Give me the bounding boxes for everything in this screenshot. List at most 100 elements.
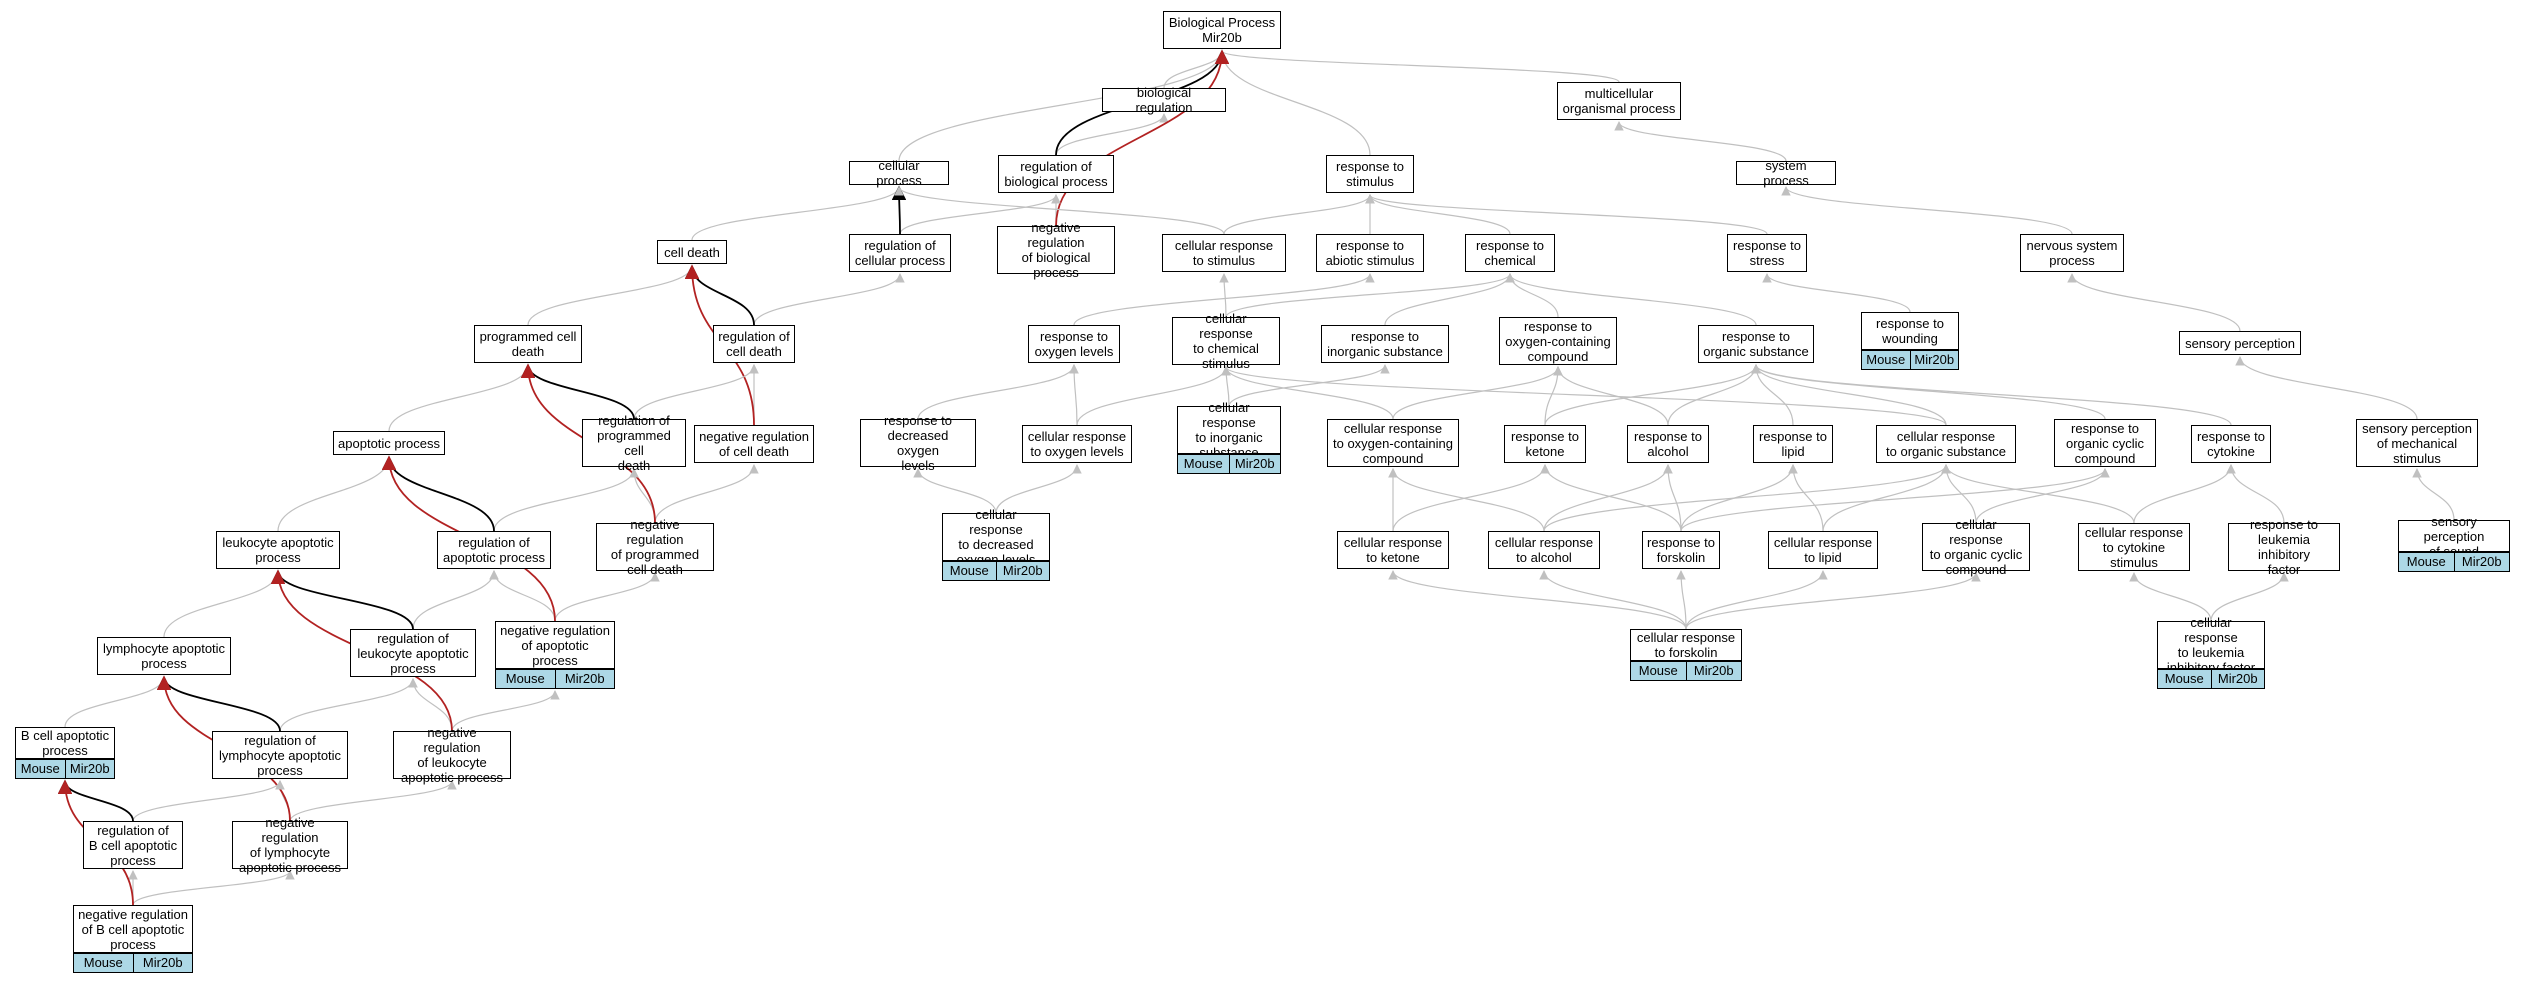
go-term-node[interactable]: response to forskolin xyxy=(1642,531,1720,569)
go-term-node[interactable]: regulation of apoptotic process xyxy=(437,531,551,569)
edge-is-a xyxy=(1069,364,1079,426)
go-term-node[interactable]: cellular response to organic cyclic comp… xyxy=(1922,517,2030,577)
go-term-node[interactable]: cellular response to stimulus xyxy=(1162,234,1286,272)
go-term-node[interactable]: negative regulation of cell death xyxy=(694,425,814,463)
edge-is-a xyxy=(1076,366,1231,426)
go-term-node[interactable]: apoptotic process xyxy=(333,431,445,455)
edge-is-a xyxy=(1539,570,1687,630)
edge-is-a xyxy=(1228,364,1390,407)
go-term-node[interactable]: negative regulation of leukocyte apoptot… xyxy=(393,725,511,785)
go-term-node[interactable]: cellular response to lipid xyxy=(1768,531,1878,569)
edge-is-a xyxy=(289,780,457,822)
edge-is-a xyxy=(1751,364,2232,426)
go-term-node[interactable]: cellular response to decreased oxygen le… xyxy=(942,507,1050,567)
edge-is-a xyxy=(2133,464,2236,524)
go-term-node[interactable]: regulation of programmed cell death xyxy=(582,413,686,473)
go-term-node[interactable]: cellular response to ketone xyxy=(1337,531,1449,569)
go-term-node[interactable]: response to wounding xyxy=(1861,312,1959,350)
go-term-node[interactable]: response to alcohol xyxy=(1627,425,1709,463)
edge-is-a xyxy=(2129,572,2212,622)
go-term-node[interactable]: response to decreased oxygen levels xyxy=(860,413,976,473)
go-term-node[interactable]: regulation of cell death xyxy=(713,325,795,363)
go-term-node[interactable]: response to leukemia inhibitory factor xyxy=(2228,517,2340,577)
go-term-node[interactable]: nervous system process xyxy=(2020,234,2124,272)
go-term-node[interactable]: response to lipid xyxy=(1753,425,1833,463)
edge-is-a xyxy=(451,690,560,732)
go-term-node[interactable]: response to ketone xyxy=(1504,425,1586,463)
go-term-node[interactable]: cellular response to oxygen-containing c… xyxy=(1327,419,1459,467)
edge-is-a xyxy=(1553,366,1669,426)
edge-regulates xyxy=(381,455,495,532)
go-term-node[interactable]: multicellular organismal process xyxy=(1557,82,1681,120)
edge-is-a xyxy=(1221,366,1947,426)
edge-is-a xyxy=(1941,464,1977,524)
edge-is-a xyxy=(995,464,1082,514)
go-term-node[interactable]: regulation of B cell apoptotic process xyxy=(83,821,183,869)
edge-is-a xyxy=(2067,273,2241,332)
go-term-node[interactable]: negative regulation of biological proces… xyxy=(997,220,1115,280)
go-term-node[interactable]: response to oxygen levels xyxy=(1028,325,1120,363)
go-term-node[interactable]: response to abiotic stimulus xyxy=(1316,234,1424,272)
go-term-node[interactable]: regulation of cellular process xyxy=(849,234,951,272)
edge-is-a xyxy=(1365,194,1768,235)
go-term-node[interactable]: regulation of lymphocyte apoptotic proce… xyxy=(212,731,348,779)
edge-is-a xyxy=(1543,464,1673,532)
go-term-node[interactable]: sensory perception of sound xyxy=(2398,514,2510,559)
go-term-node[interactable]: response to stimulus xyxy=(1326,155,1414,193)
go-term-node[interactable]: cellular response to oxygen levels xyxy=(1022,425,1132,463)
edge-is-a xyxy=(1781,186,2073,235)
edge-is-a xyxy=(279,678,418,732)
go-term-node[interactable]: sensory perception of mechanical stimulu… xyxy=(2356,419,2478,467)
edge-negatively-regulates xyxy=(1055,49,1230,227)
edge-is-a xyxy=(753,273,905,326)
edge-is-a xyxy=(412,570,499,630)
go-term-node[interactable]: cellular response to leukemia inhibitory… xyxy=(2157,615,2265,675)
go-term-node[interactable]: response to cytokine xyxy=(2191,425,2271,463)
go-term-node[interactable]: response to chemical xyxy=(1465,234,1555,272)
go-term-node[interactable]: regulation of biological process xyxy=(998,155,1114,193)
edge-is-a xyxy=(1225,273,1515,318)
go-term-node[interactable]: programmed cell death xyxy=(474,325,582,363)
go-term-node[interactable]: sensory perception xyxy=(2179,331,2301,355)
go-term-node[interactable]: B cell apoptotic process xyxy=(15,727,115,759)
go-term-node[interactable]: lymphocyte apoptotic process xyxy=(97,637,231,675)
go-term-node[interactable]: negative regulation of apoptotic process xyxy=(495,621,615,669)
go-term-node[interactable]: negative regulation of programmed cell d… xyxy=(596,517,714,577)
edge-is-a xyxy=(1540,464,1682,532)
edge-regulates xyxy=(684,264,755,326)
go-term-node[interactable]: cell death xyxy=(657,240,727,264)
go-term-node[interactable]: response to organic cyclic compound xyxy=(2054,419,2156,467)
go-term-node[interactable]: response to inorganic substance xyxy=(1321,325,1449,363)
edge-is-a xyxy=(1544,364,1761,426)
go-term-node[interactable]: Biological Process Mir20b xyxy=(1163,11,1281,49)
edge-is-a xyxy=(1663,464,1682,532)
go-term-node[interactable]: cellular response to forskolin xyxy=(1630,629,1742,661)
go-term-node[interactable]: cellular response to alcohol xyxy=(1488,531,1600,569)
go-term-node[interactable]: system process xyxy=(1736,158,1836,188)
edge-is-a xyxy=(913,468,997,514)
go-term-node[interactable]: cellular response to cytokine stimulus xyxy=(2078,523,2190,571)
annotation-gene: Mir20b xyxy=(1228,455,1281,473)
go-term-node[interactable]: regulation of leukocyte apoptotic proces… xyxy=(350,629,476,677)
annotation-gene: Mir20b xyxy=(1685,662,1742,680)
edge-regulates xyxy=(891,185,907,235)
go-term-node[interactable]: response to organic substance xyxy=(1698,325,1814,363)
go-term-node[interactable]: cellular response to organic substance xyxy=(1876,425,2016,463)
go-term-node[interactable]: cellular process xyxy=(849,158,949,188)
go-term-node[interactable]: negative regulation of lymphocyte apopto… xyxy=(232,815,348,875)
go-term-node[interactable]: response to oxygen-containing compound xyxy=(1499,317,1617,365)
annotation-gene: Mir20b xyxy=(2453,553,2510,571)
edge-is-a xyxy=(1941,464,2135,524)
go-term-node[interactable]: cellular response to chemical stimulus xyxy=(1172,311,1280,371)
edge-is-a xyxy=(1217,50,1620,83)
go-term-node[interactable]: biological regulation xyxy=(1102,85,1226,115)
go-term-node[interactable]: cellular response to inorganic substance xyxy=(1177,400,1281,460)
annotation-gene: Mir20b xyxy=(2210,670,2265,688)
go-term-node[interactable]: leukocyte apoptotic process xyxy=(216,531,340,569)
go-term-node[interactable]: negative regulation of B cell apoptotic … xyxy=(73,905,193,953)
edge-is-a xyxy=(1762,273,1911,313)
go-term-node[interactable]: response to stress xyxy=(1727,234,1807,272)
